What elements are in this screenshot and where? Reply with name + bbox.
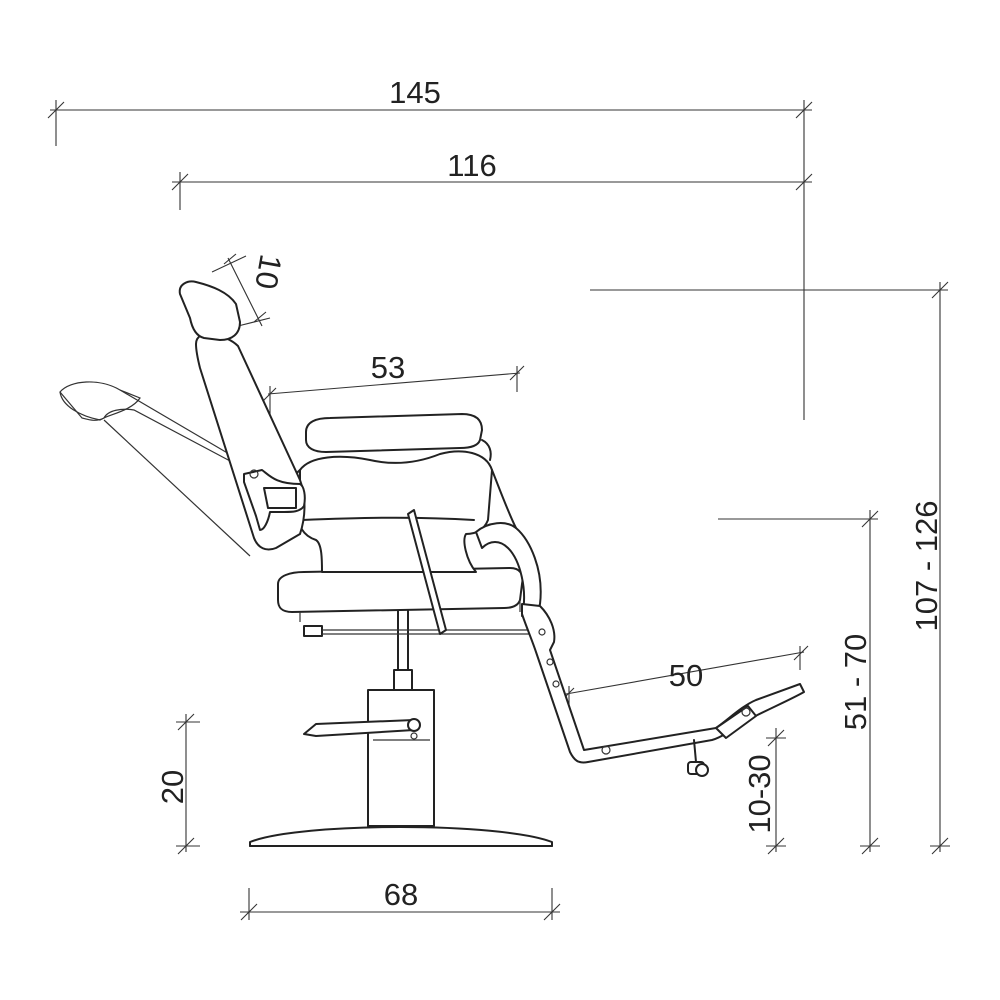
- backrest: [195, 332, 306, 551]
- dimension-145: 145: [47, 75, 813, 420]
- dimension-10-30: 10-30: [742, 728, 786, 855]
- dimension-68: 68: [240, 877, 561, 921]
- label-reclined-length: 116: [447, 148, 496, 183]
- dimension-107-126: 107 - 126: [590, 281, 950, 855]
- footrest-arm: [521, 603, 805, 777]
- label-overall-height: 107 - 126: [909, 501, 944, 632]
- label-seat-height: 51 - 70: [838, 634, 873, 731]
- reclined-backrest-outline: [59, 381, 251, 557]
- dimension-20: 20: [155, 713, 200, 855]
- dimension-116: 116: [171, 148, 813, 210]
- dimension-10: 10: [211, 252, 289, 327]
- pump-pedal: [303, 718, 421, 740]
- dimension-51-70: 51 - 70: [718, 510, 880, 855]
- label-base-diameter: 68: [384, 877, 418, 912]
- armrest-bracket: [243, 469, 306, 531]
- seat-base: [277, 567, 540, 637]
- seat-cushion: [305, 413, 492, 461]
- label-footrest-height: 10-30: [742, 754, 777, 833]
- dimension-53: 53: [261, 350, 525, 420]
- label-headrest-adjust: 10: [248, 252, 288, 292]
- recline-lever: [407, 509, 447, 635]
- label-seat-depth: 53: [371, 350, 405, 385]
- seat-body: [292, 450, 493, 573]
- headrest: [178, 280, 241, 341]
- label-overall-length: 145: [389, 75, 441, 110]
- label-base-height: 20: [155, 770, 190, 804]
- hydraulic-column: [367, 603, 435, 827]
- label-footrest-length: 50: [669, 658, 703, 693]
- chair-base: [249, 826, 553, 847]
